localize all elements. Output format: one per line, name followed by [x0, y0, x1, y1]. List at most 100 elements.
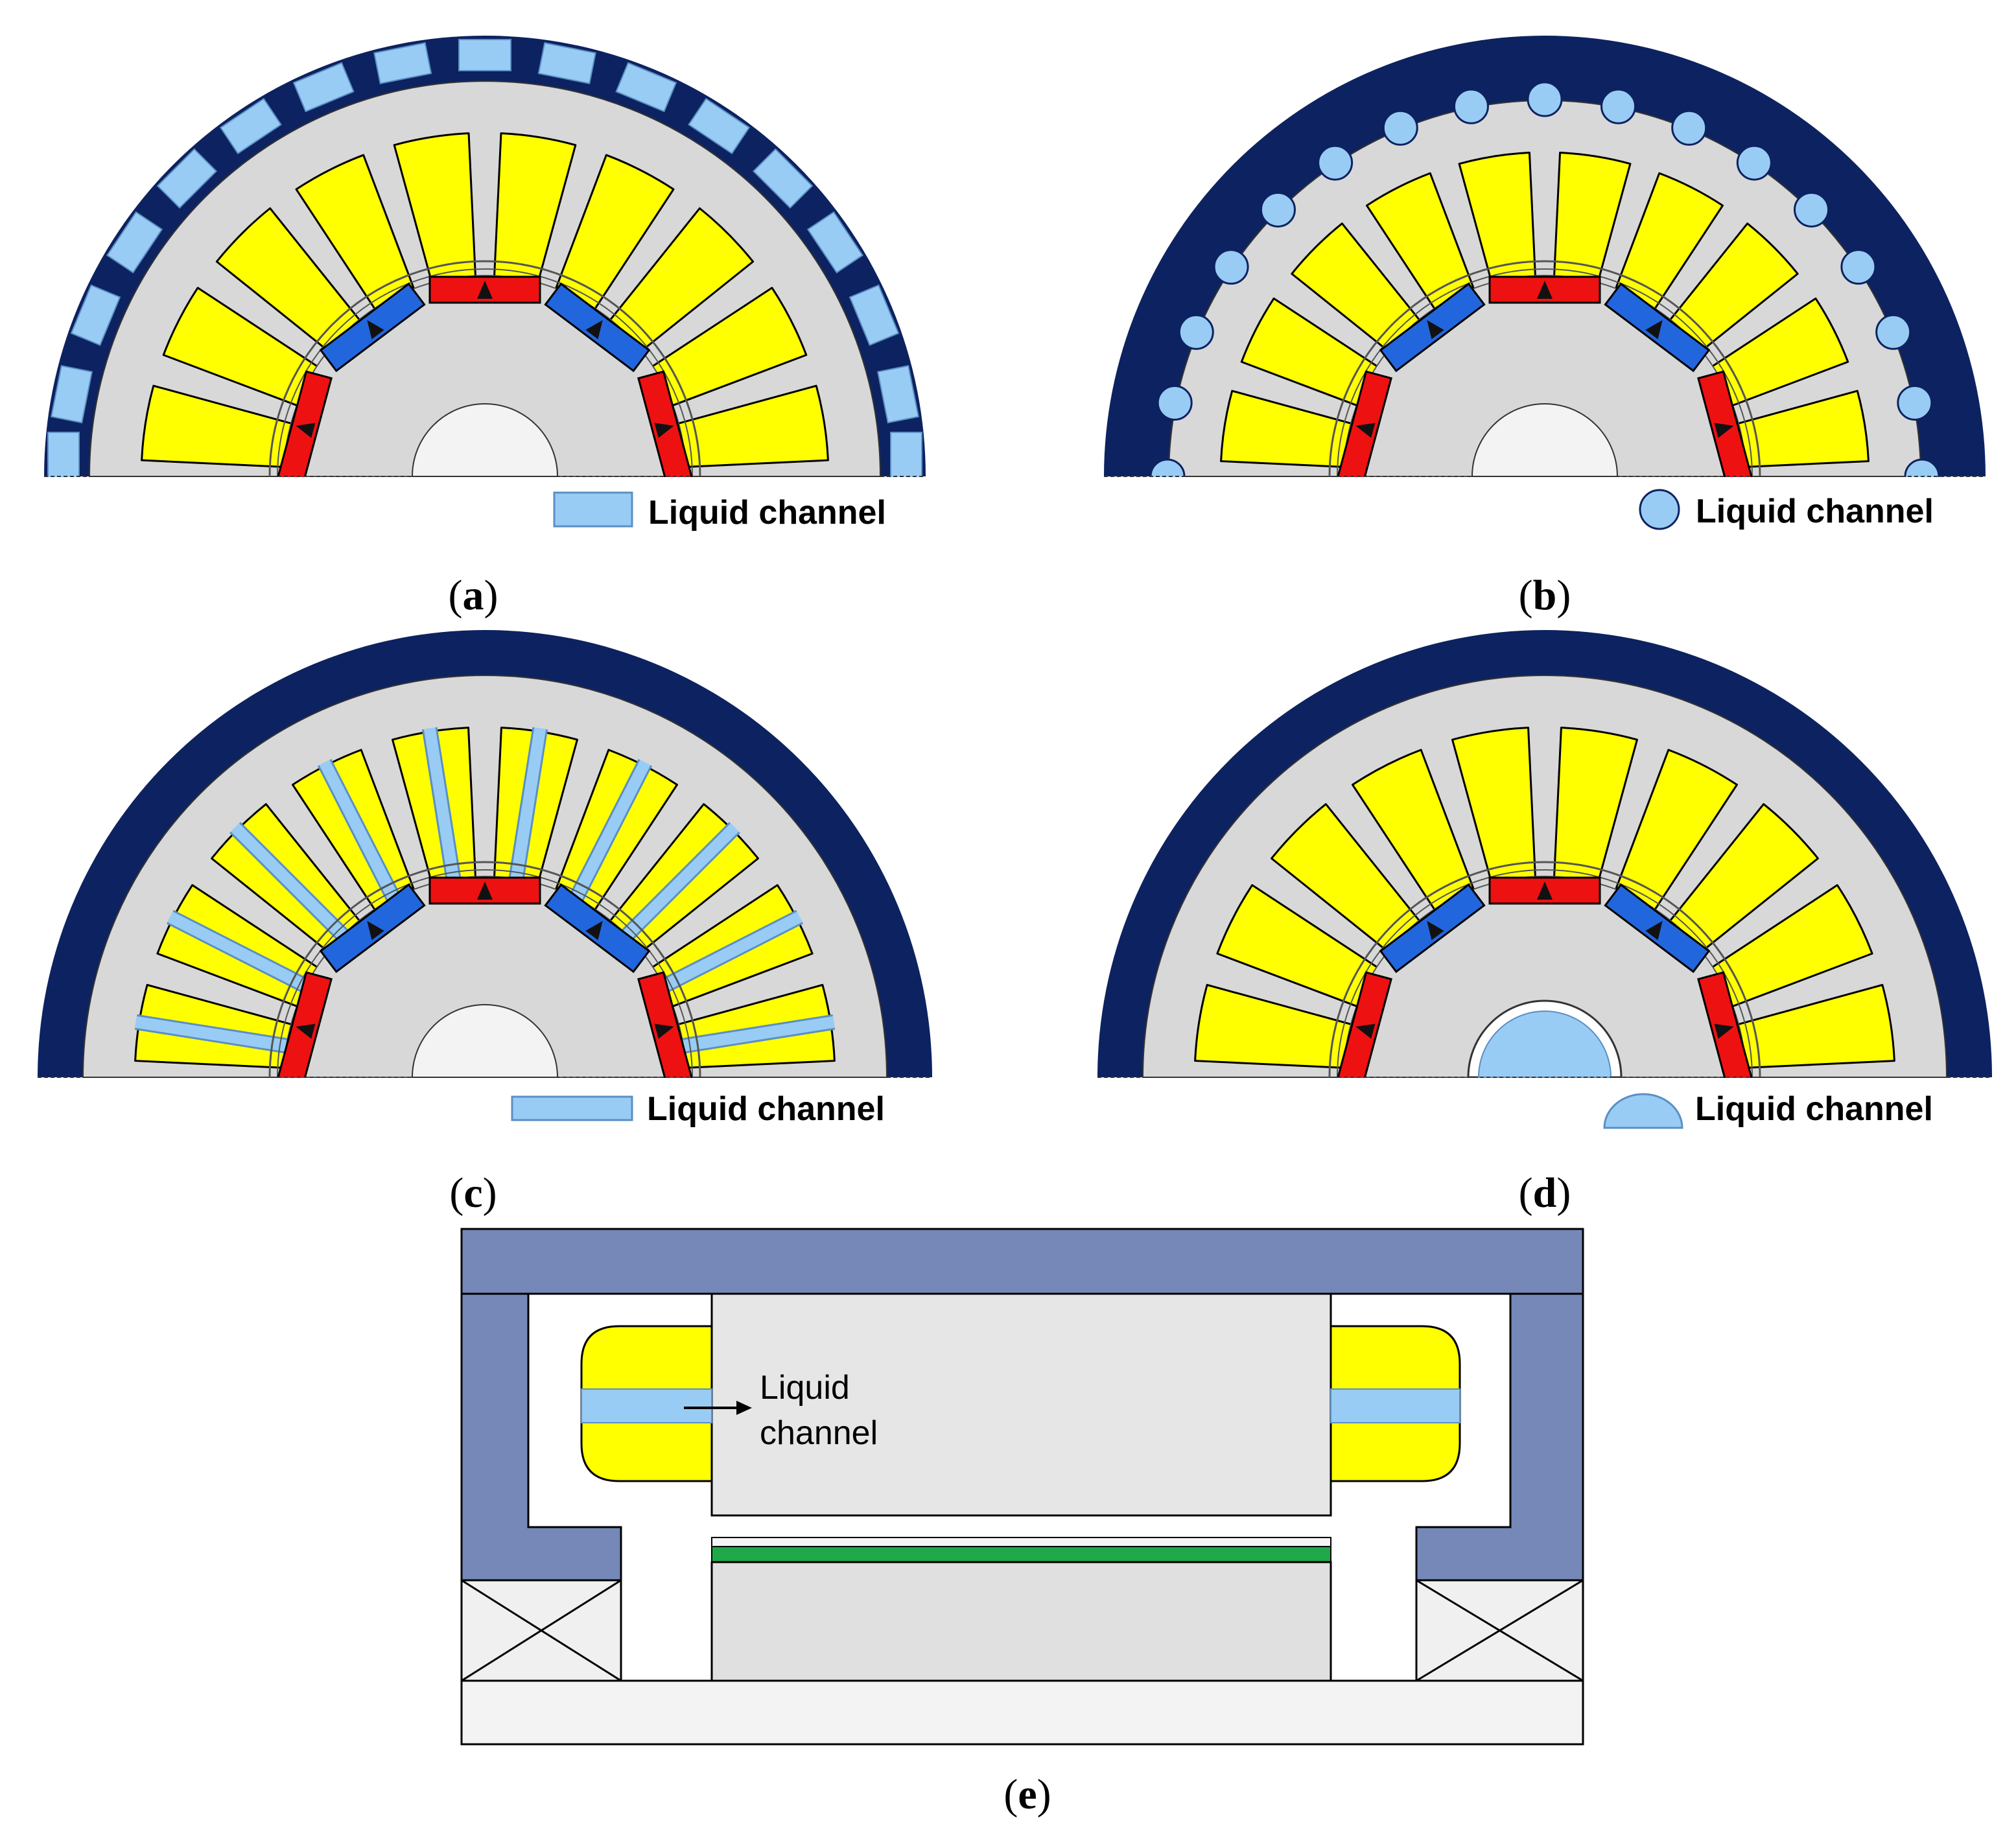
yoke-liquid-channel	[1260, 191, 1296, 228]
magnetization-arrow-icon	[477, 281, 493, 299]
legend-d: Liquid channel	[1603, 1090, 1933, 1129]
bearing-left	[460, 1579, 622, 1682]
yoke-liquid-channel	[50, 365, 93, 424]
magnetization-arrow-icon	[1537, 281, 1553, 299]
yoke-liquid-channel	[292, 62, 355, 113]
air-gap-inner	[1337, 268, 1753, 477]
slot-liquid-channel	[167, 911, 318, 996]
slot-liquid-channel	[135, 1016, 298, 1053]
liquid-channel-right	[1330, 1388, 1460, 1423]
shaft-bore	[411, 1004, 559, 1078]
magnetization-arrow-icon	[1714, 423, 1734, 438]
yoke-liquid-channel	[1213, 249, 1249, 285]
slot-liquid-channel	[672, 1016, 835, 1053]
slot-liquid-channel	[423, 727, 461, 890]
yoke-liquid-channel	[688, 97, 751, 155]
panel-b-motor-cross-section	[1097, 36, 1992, 497]
panel-a-motor-cross-section	[38, 36, 932, 497]
caption-c: (c)	[449, 1169, 497, 1217]
air-gap-inner	[277, 869, 693, 1078]
yoke-liquid-channel	[615, 62, 677, 113]
caption-d: (d)	[1519, 1169, 1571, 1217]
magnetization-arrow-icon	[1714, 1023, 1734, 1039]
legend-a: Liquid channel	[553, 491, 886, 532]
arrow-head-icon	[736, 1401, 752, 1415]
circle-channel-icon	[1639, 489, 1680, 530]
section-cut-cover	[1097, 477, 1992, 497]
magnetization-arrow-icon	[654, 423, 674, 438]
legend-a-label: Liquid channel	[648, 494, 886, 532]
yoke-liquid-channel	[1382, 110, 1418, 146]
yoke-liquid-channel	[1897, 384, 1933, 421]
magnetization-arrow-icon	[585, 320, 603, 340]
panel-d-motor-cross-section	[1091, 630, 1998, 1097]
magnetization-arrow-icon	[367, 320, 384, 340]
magnetization-arrow-icon	[1427, 920, 1444, 941]
yoke-liquid-channel	[156, 148, 218, 209]
magnetization-arrow-icon	[1537, 882, 1553, 900]
section-cut-cover	[1091, 1078, 1998, 1097]
magnetization-arrow-icon	[296, 1023, 316, 1039]
yoke-liquid-channel	[806, 211, 864, 274]
yoke-liquid-channel	[1875, 314, 1912, 350]
yoke-liquid-channel	[1840, 249, 1877, 285]
rotor-top-band	[711, 1537, 1331, 1547]
yoke-liquid-channel	[849, 284, 900, 346]
yoke-liquid-channel	[1317, 145, 1354, 181]
yoke-liquid-channel	[219, 97, 282, 155]
bearing-right	[1415, 1579, 1584, 1682]
yoke-liquid-channel	[1736, 145, 1772, 181]
shaft-bore	[411, 403, 559, 477]
legend-d-label: Liquid channel	[1695, 1090, 1933, 1128]
stator-core	[710, 1292, 1332, 1517]
strip-channel-icon	[511, 1095, 633, 1121]
yoke-liquid-channel	[458, 39, 511, 71]
shaft-liquid-channel	[1477, 1011, 1612, 1078]
magnetization-arrow-icon	[1645, 320, 1663, 340]
yoke-liquid-channel	[373, 41, 432, 85]
panel-e-axial-section: Liquid channel	[460, 1228, 1584, 1746]
magnetization-arrow-icon	[1645, 920, 1663, 941]
yoke-liquid-channel	[70, 284, 121, 346]
yoke-liquid-channel	[1453, 88, 1489, 124]
magnet-layer	[711, 1546, 1331, 1563]
section-cut-cover	[38, 477, 932, 497]
magnetization-arrow-icon	[654, 1023, 674, 1039]
magnetization-arrow-icon	[1427, 320, 1444, 340]
magnetization-arrow-icon	[585, 920, 603, 941]
magnetization-arrow-icon	[1355, 423, 1376, 438]
yoke-liquid-channel	[1794, 191, 1830, 228]
yoke-liquid-channel	[1178, 314, 1214, 350]
legend-c-label: Liquid channel	[647, 1090, 885, 1128]
caption-e: (e)	[1003, 1771, 1051, 1818]
caption-a: (a)	[449, 572, 498, 619]
housing-top	[460, 1228, 1584, 1295]
caption-b: (b)	[1519, 572, 1571, 619]
air-gap-inner	[277, 268, 693, 477]
rectangle-channel-icon	[553, 491, 633, 528]
yoke-liquid-channel	[752, 148, 814, 209]
magnetization-arrow-icon	[477, 882, 493, 900]
yoke-liquid-channel	[1600, 88, 1637, 124]
liquid-channel-label-line1: Liquid	[760, 1369, 850, 1407]
yoke-liquid-channel	[106, 211, 163, 274]
slot-liquid-channel	[566, 760, 651, 910]
liquid-channel-left	[581, 1388, 712, 1423]
yoke-liquid-channel	[1527, 81, 1563, 117]
magnetization-arrow-icon	[367, 920, 384, 941]
yoke-liquid-channel	[537, 41, 596, 85]
slot-liquid-channel	[231, 823, 354, 946]
magnetization-arrow-icon	[296, 423, 316, 438]
air-gap-outer	[1328, 260, 1761, 477]
air-gap-outer	[268, 861, 701, 1078]
half-disc-channel-icon	[1603, 1093, 1683, 1129]
yoke-liquid-channel	[1671, 110, 1707, 146]
slot-liquid-channel	[616, 823, 739, 946]
panel-c-motor-cross-section	[31, 630, 939, 1097]
legend-b-label: Liquid channel	[1696, 493, 1934, 530]
legend-b: Liquid channel	[1639, 489, 1934, 530]
air-gap-outer	[268, 260, 701, 477]
section-cut-cover	[31, 1078, 939, 1097]
slot-liquid-channel	[509, 727, 546, 890]
